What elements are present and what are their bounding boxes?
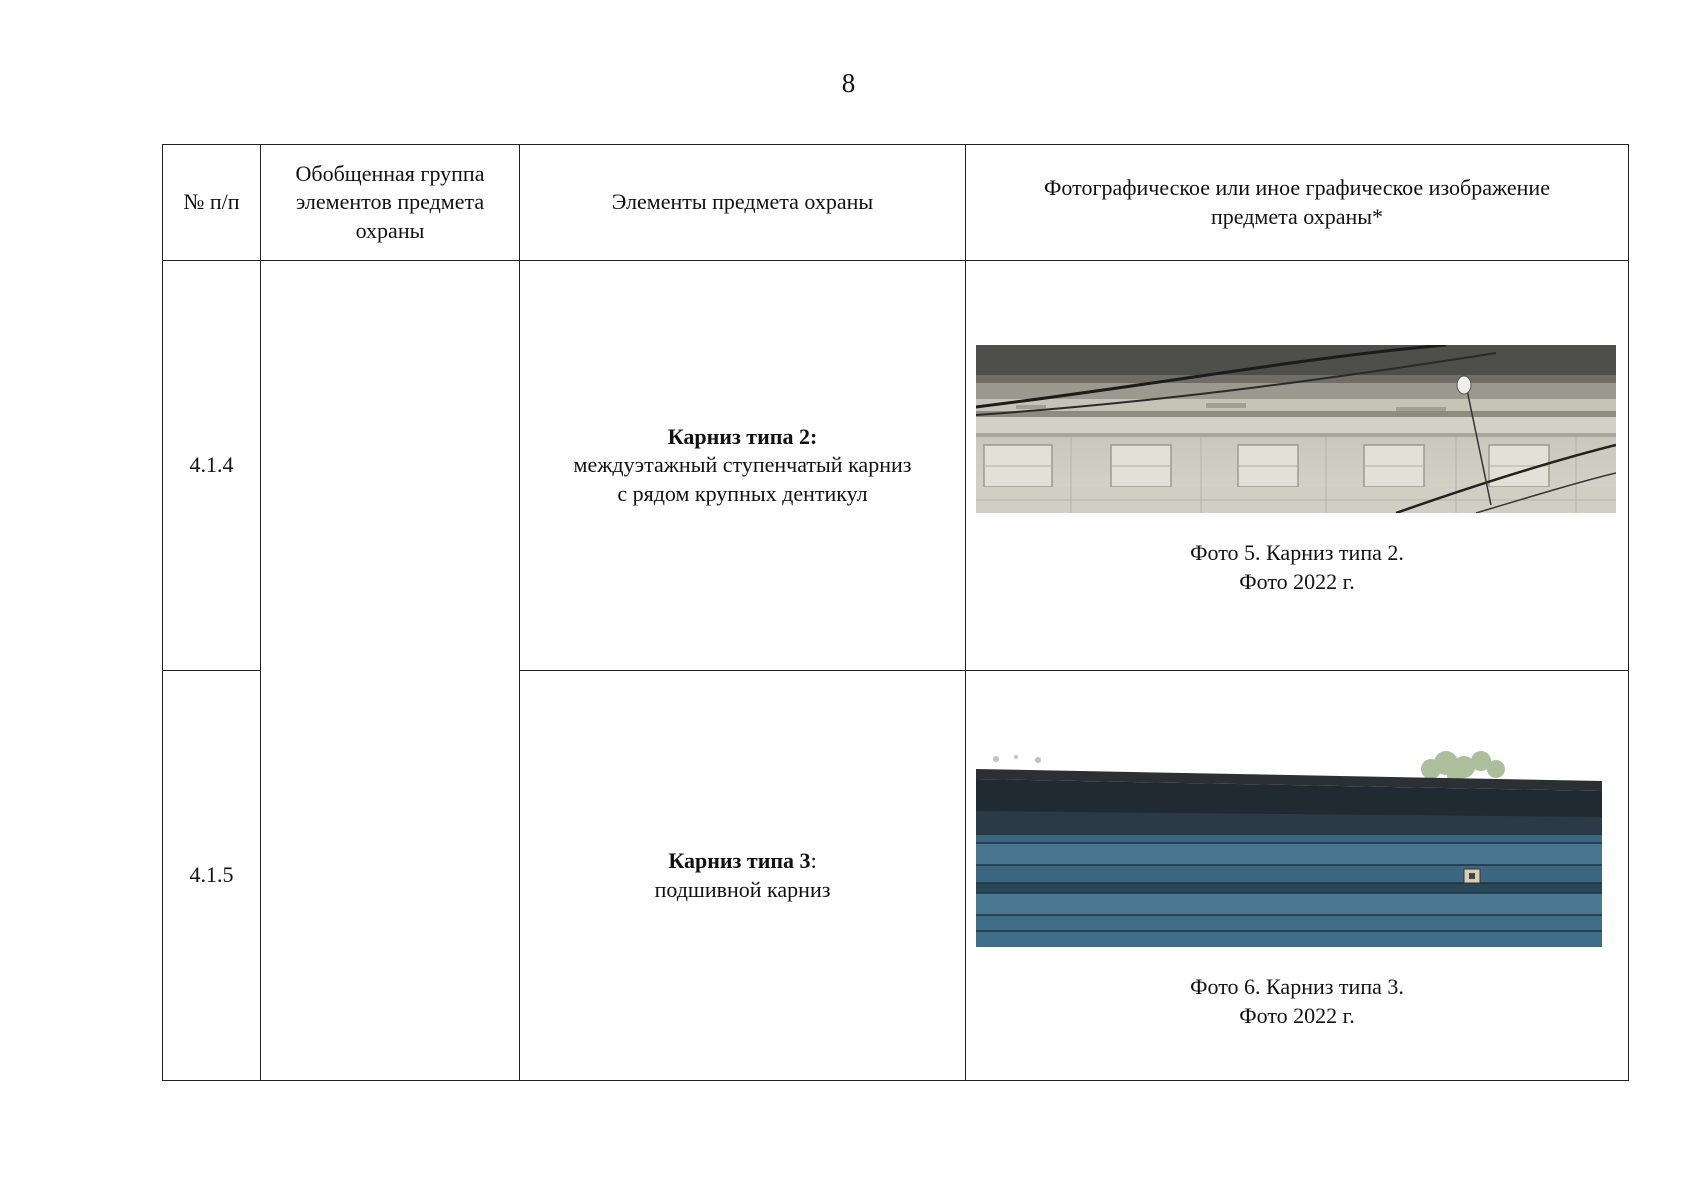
header-elements: Элементы предмета охраны — [519, 144, 966, 261]
header-image: Фотографическое или иное графическое изо… — [965, 144, 1629, 261]
photo-cell: Фото 6. Карниз типа 3. Фото 2022 г. — [965, 670, 1629, 1081]
element-title-suffix: : — [810, 847, 817, 873]
photo-caption: Фото 5. Карниз типа 2. Фото 2022 г. — [976, 539, 1618, 596]
photo-caption: Фото 6. Карниз типа 3. Фото 2022 г. — [976, 973, 1618, 1030]
element-desc-line1: подшивной карниз — [654, 876, 831, 902]
table-header-row: № п/п Обобщенная группа элементов предме… — [162, 144, 1629, 261]
photo-caption-line2: Фото 2022 г. — [1239, 568, 1355, 594]
photo-caption-line2: Фото 2022 г. — [1239, 1002, 1355, 1028]
page-number: 8 — [841, 68, 856, 98]
element-cell: Карниз типа 2: междуэтажный ступенчатый … — [519, 260, 966, 671]
photo-caption-line1: Фото 6. Карниз типа 3. — [1190, 973, 1404, 999]
header-num: № п/п — [162, 144, 261, 261]
header-image-text: Фотографическое или иное графическое изо… — [1044, 174, 1550, 229]
cornice-photo-5 — [976, 344, 1616, 513]
element-title: Карниз типа 2: — [667, 423, 818, 449]
row-num: 4.1.4 — [162, 260, 261, 671]
element-desc-line2: с рядом крупных дентикул — [617, 480, 868, 506]
group-cell — [260, 260, 520, 1081]
cornice-photo-6 — [976, 750, 1602, 947]
table-row: 4.1.4 Карниз типа 2: междуэтажный ступен… — [162, 260, 1629, 1081]
element-title: Карниз типа 3 — [668, 847, 811, 873]
element-cell: Карниз типа 3: подшивной карниз — [519, 670, 966, 1081]
element-desc-line1: междуэтажный ступенчатый карниз — [573, 452, 912, 478]
header-group: Обобщенная группа элементов предмета охр… — [260, 144, 520, 261]
photo-cell: Фото 5. Карниз типа 2. Фото 2022 г. — [965, 260, 1629, 671]
protection-elements-table: № п/п Обобщенная группа элементов предме… — [162, 144, 1629, 1081]
row-num: 4.1.5 — [162, 670, 261, 1081]
photo-caption-line1: Фото 5. Карниз типа 2. — [1190, 539, 1404, 565]
table-row: 4.1.5 Карниз типа 3: подшивной карниз — [162, 670, 1629, 1081]
